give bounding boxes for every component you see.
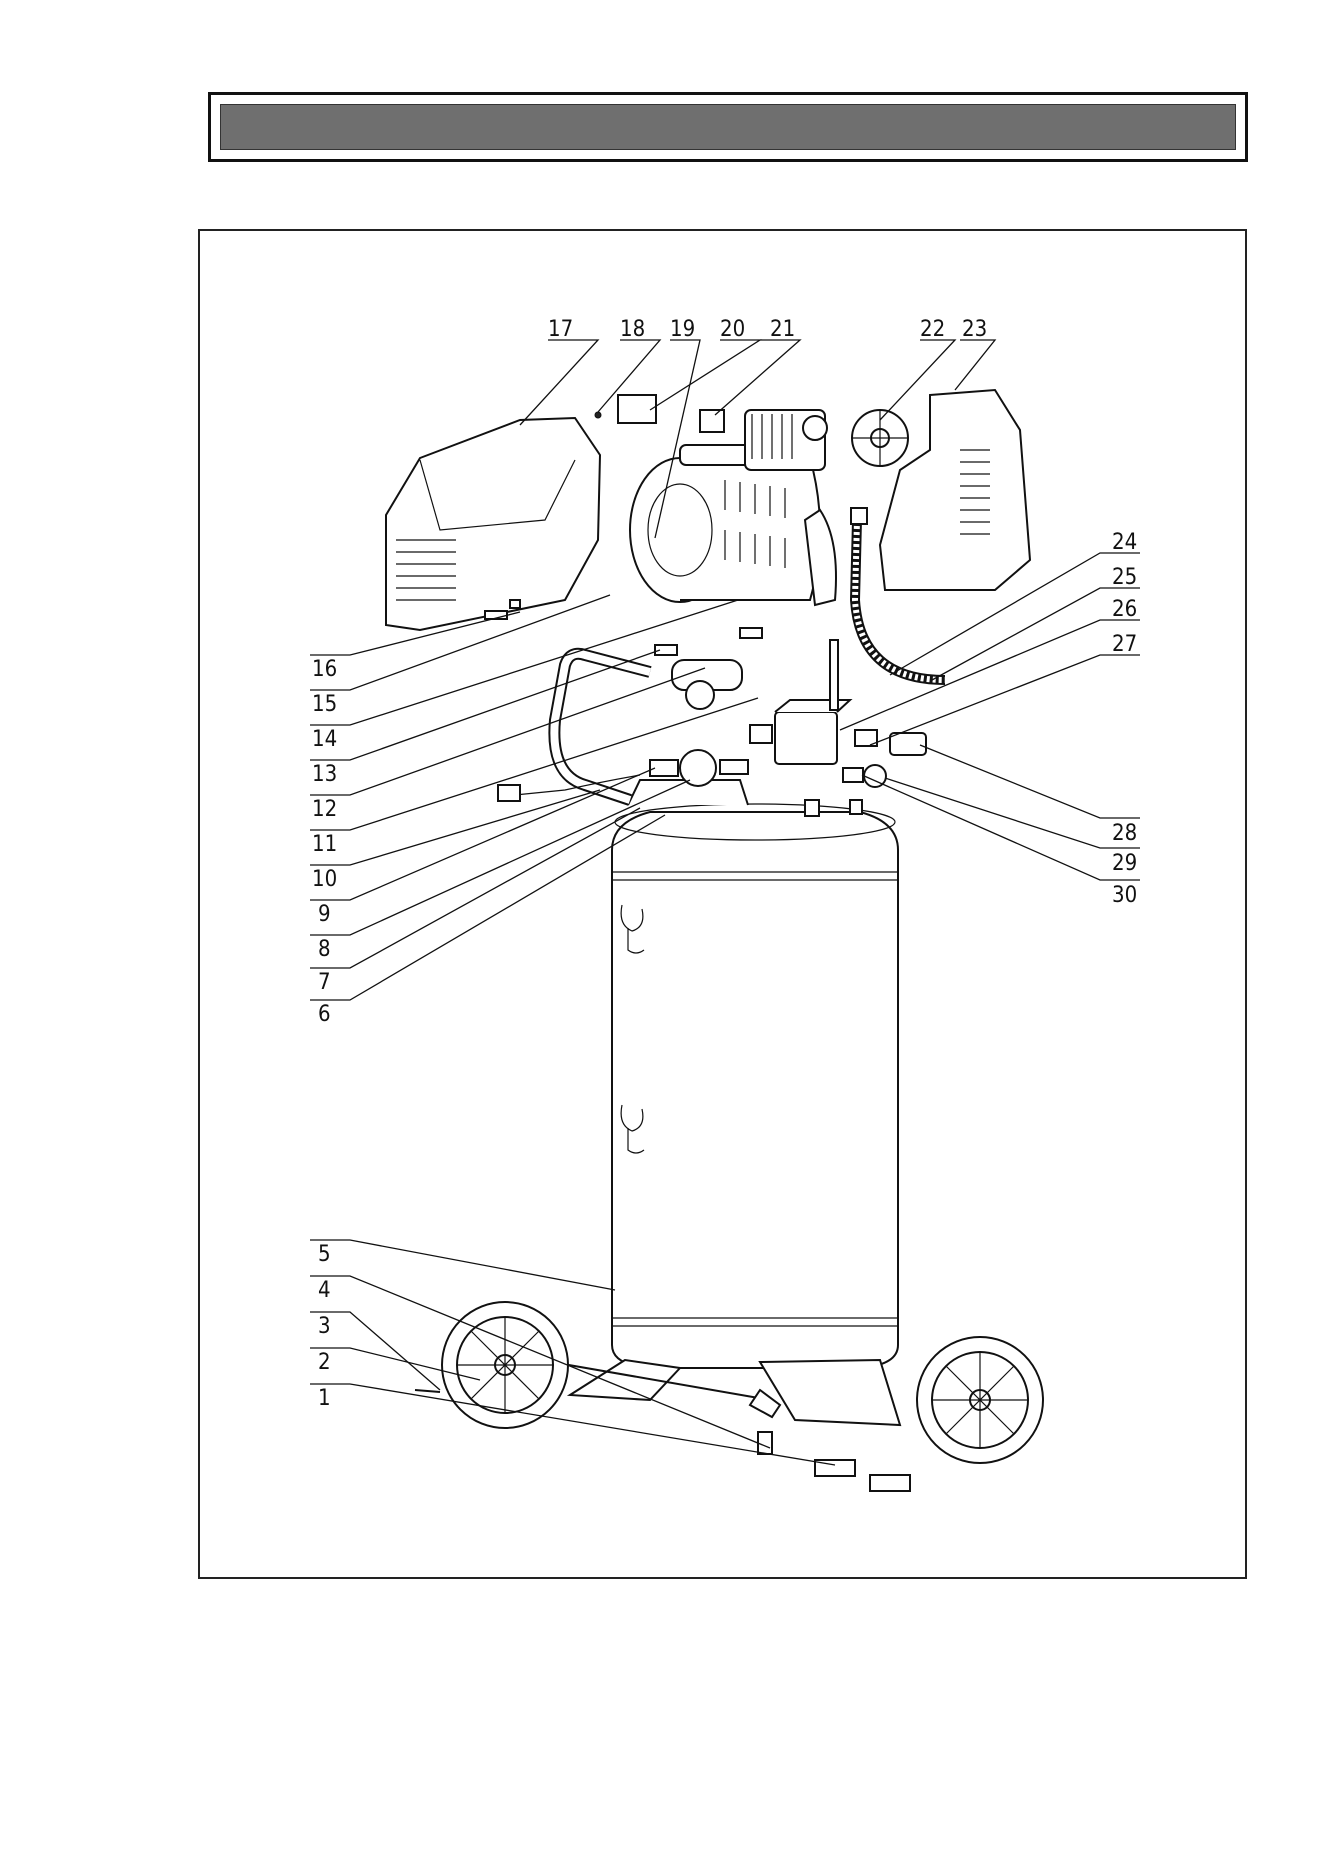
shroud-left: [386, 418, 600, 630]
callout-21: 21: [770, 317, 795, 342]
callout-22: 22: [920, 317, 945, 342]
callout-20: 20: [720, 317, 745, 342]
callout-26: 26: [1112, 597, 1137, 622]
callout-17: 17: [548, 317, 573, 342]
callout-1: 1: [318, 1386, 331, 1411]
cooling-fan: [852, 410, 908, 466]
callout-15: 15: [312, 692, 337, 717]
callout-25: 25: [1112, 565, 1137, 590]
drain-valve: [758, 1432, 772, 1454]
power-plug: [498, 785, 520, 801]
callout-27: 27: [1112, 632, 1137, 657]
callout-28: 28: [1112, 821, 1137, 846]
callout-29: 29: [1112, 851, 1137, 876]
callout-8: 8: [318, 937, 331, 962]
callout-2: 2: [318, 1350, 331, 1375]
elbow-fitting: [700, 410, 724, 432]
callout-23: 23: [962, 317, 987, 342]
tube-fitting: [851, 508, 867, 524]
bracket: [618, 395, 656, 423]
callout-5: 5: [318, 1242, 331, 1267]
callout-3: 3: [318, 1314, 331, 1339]
base-frame: [540, 1360, 900, 1425]
rubber-foot-2: [870, 1475, 910, 1491]
air-tank: [612, 780, 898, 1368]
callout-14: 14: [312, 727, 337, 752]
callout-24: 24: [1112, 530, 1137, 555]
callout-9: 9: [318, 902, 331, 927]
callout-4: 4: [318, 1278, 331, 1303]
callout-19: 19: [670, 317, 695, 342]
callout-10: 10: [312, 867, 337, 892]
callout-11: 11: [312, 832, 337, 857]
callout-16: 16: [312, 657, 337, 682]
pressure-switch: [750, 640, 877, 764]
callout-30: 30: [1112, 883, 1137, 908]
wheel-right: [917, 1337, 1043, 1463]
callout-12: 12: [312, 797, 337, 822]
cotter-pin: [415, 1390, 440, 1392]
callout-18: 18: [620, 317, 645, 342]
callout-7: 7: [318, 970, 331, 995]
callout-13: 13: [312, 762, 337, 787]
callout-6: 6: [318, 1002, 331, 1027]
